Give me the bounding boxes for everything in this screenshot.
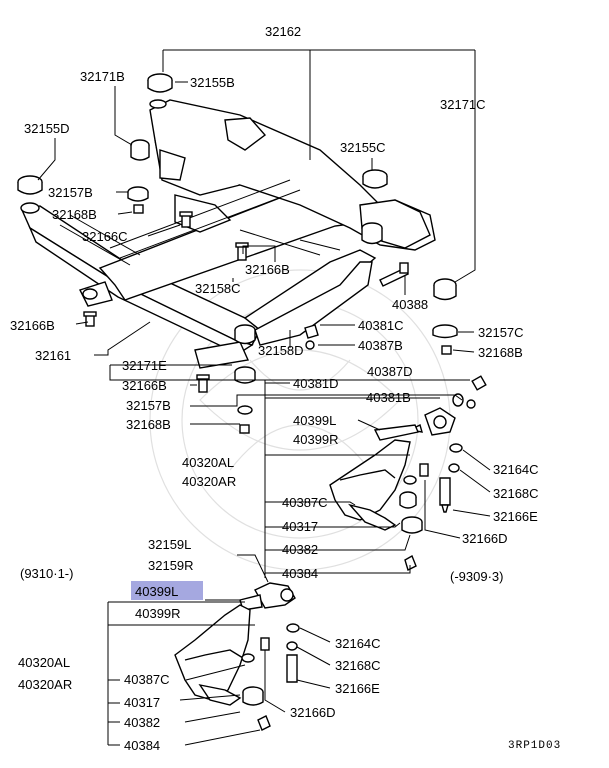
label-32158C: 32158C [195, 281, 241, 296]
label-40320AL-b: 40320AL [18, 655, 70, 670]
label-40384-b: 40384 [124, 738, 160, 753]
label-32168C-a: 32168C [493, 486, 539, 501]
label-32166C: 32166C [82, 229, 128, 244]
label-40320AR-b: 40320AR [18, 677, 72, 692]
label-40399L-b: 40399L [135, 584, 178, 599]
label-32168C-b: 32168C [335, 658, 381, 673]
label-32157B-low: 32157B [126, 398, 171, 413]
label-32166B-left: 32166B [10, 318, 55, 333]
lower-arm-upper-view [329, 407, 463, 571]
label-40399L-a: 40399L [293, 413, 336, 428]
label-40387B: 40387B [358, 338, 403, 353]
leader-lines [37, 49, 491, 746]
label-32168B-right: 32168B [478, 345, 523, 360]
label-40399R-b: 40399R [135, 606, 181, 621]
label-32168B-top: 32168B [52, 207, 97, 222]
label-40320AR-a: 40320AR [182, 474, 236, 489]
label-32162: 32162 [265, 24, 301, 39]
label-32164C-a: 32164C [493, 462, 539, 477]
label-40387C-b: 40387C [124, 672, 170, 687]
label-32158D: 32158D [258, 343, 304, 358]
label-32164C-b: 32164C [335, 636, 381, 651]
highlight-box [131, 581, 203, 600]
label-range-left: (9310·1-) [20, 566, 73, 581]
label-40381D: 40381D [293, 376, 339, 391]
label-32166D-b: 32166D [290, 705, 336, 720]
label-32157B-top: 32157B [48, 185, 93, 200]
subframe-crossmember [21, 99, 436, 369]
drawing-code: 3RP1D03 [508, 740, 561, 752]
label-40387C-a: 40387C [282, 495, 328, 510]
label-40317-b: 40317 [124, 695, 160, 710]
label-32166B-mid: 32166B [245, 262, 290, 277]
label-32157C: 32157C [478, 325, 524, 340]
label-32171B: 32171B [80, 69, 125, 84]
label-40320AL-a: 40320AL [182, 455, 234, 470]
label-32166E-a: 32166E [493, 509, 538, 524]
label-40382-a: 40382 [282, 542, 318, 557]
label-32161: 32161 [35, 348, 71, 363]
label-40317-a: 40317 [282, 519, 318, 534]
part-labels: 32162 32171B 32155B 32171C 32155D 32155C… [10, 24, 561, 753]
label-40399R-a: 40399R [293, 432, 339, 447]
label-32155B: 32155B [190, 75, 235, 90]
label-40381B: 40381B [366, 390, 411, 405]
label-32166E-b: 32166E [335, 681, 380, 696]
label-40388: 40388 [392, 297, 428, 312]
lower-arm-lower-view [174, 582, 300, 731]
bushings [17, 73, 458, 355]
label-32171E: 32171E [122, 358, 167, 373]
label-32166D-a: 32166D [462, 531, 508, 546]
label-32155C: 32155C [340, 140, 386, 155]
label-32159R: 32159R [148, 558, 194, 573]
label-40384-a: 40384 [282, 566, 318, 581]
label-32155D: 32155D [24, 121, 70, 136]
label-32166B-low: 32166B [122, 378, 167, 393]
label-range-right: (-9309·3) [450, 569, 503, 584]
label-40381C: 40381C [358, 318, 404, 333]
label-40387D: 40387D [367, 364, 413, 379]
label-32171C: 32171C [440, 97, 486, 112]
label-32168B-low: 32168B [126, 417, 171, 432]
label-32159L: 32159L [148, 537, 191, 552]
label-40382-b: 40382 [124, 715, 160, 730]
